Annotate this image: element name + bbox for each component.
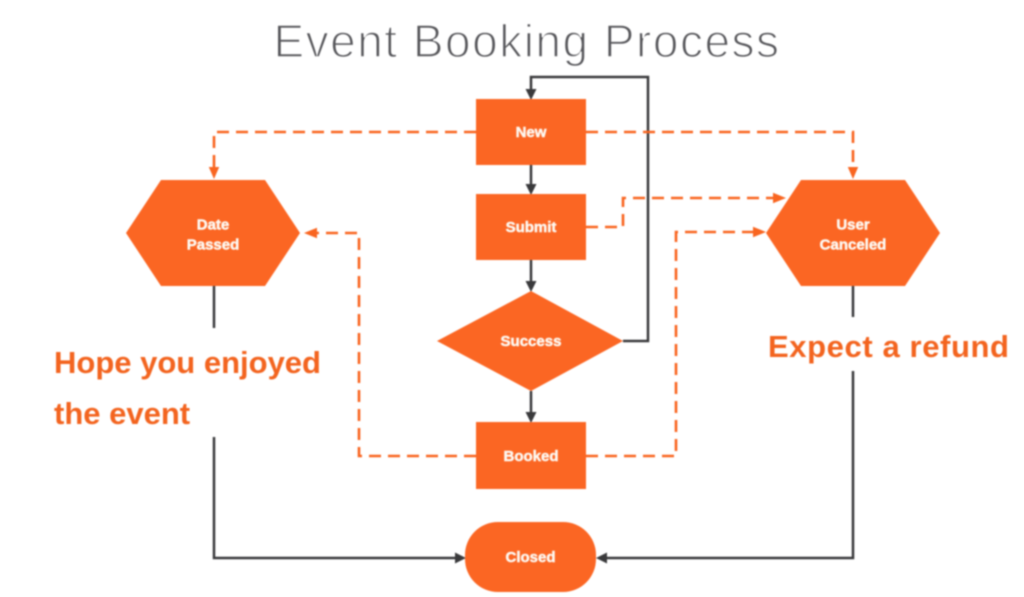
svg-text:Success: Success bbox=[501, 333, 562, 350]
svg-text:Canceled: Canceled bbox=[820, 237, 887, 254]
svg-text:Passed: Passed bbox=[187, 237, 240, 254]
svg-text:User: User bbox=[836, 217, 870, 234]
svg-text:Event Booking Process: Event Booking Process bbox=[273, 15, 780, 67]
svg-text:Submit: Submit bbox=[506, 219, 557, 236]
svg-text:Closed: Closed bbox=[505, 549, 555, 566]
svg-text:the event: the event bbox=[54, 396, 190, 431]
svg-text:Event Booking Process: Event Booking Process bbox=[273, 15, 780, 67]
svg-text:Expect a refund: Expect a refund bbox=[768, 329, 1010, 364]
svg-text:Hope you enjoyed: Hope you enjoyed bbox=[54, 345, 321, 380]
svg-text:Date: Date bbox=[197, 217, 230, 234]
svg-text:New: New bbox=[516, 124, 547, 141]
svg-text:Booked: Booked bbox=[503, 448, 558, 465]
